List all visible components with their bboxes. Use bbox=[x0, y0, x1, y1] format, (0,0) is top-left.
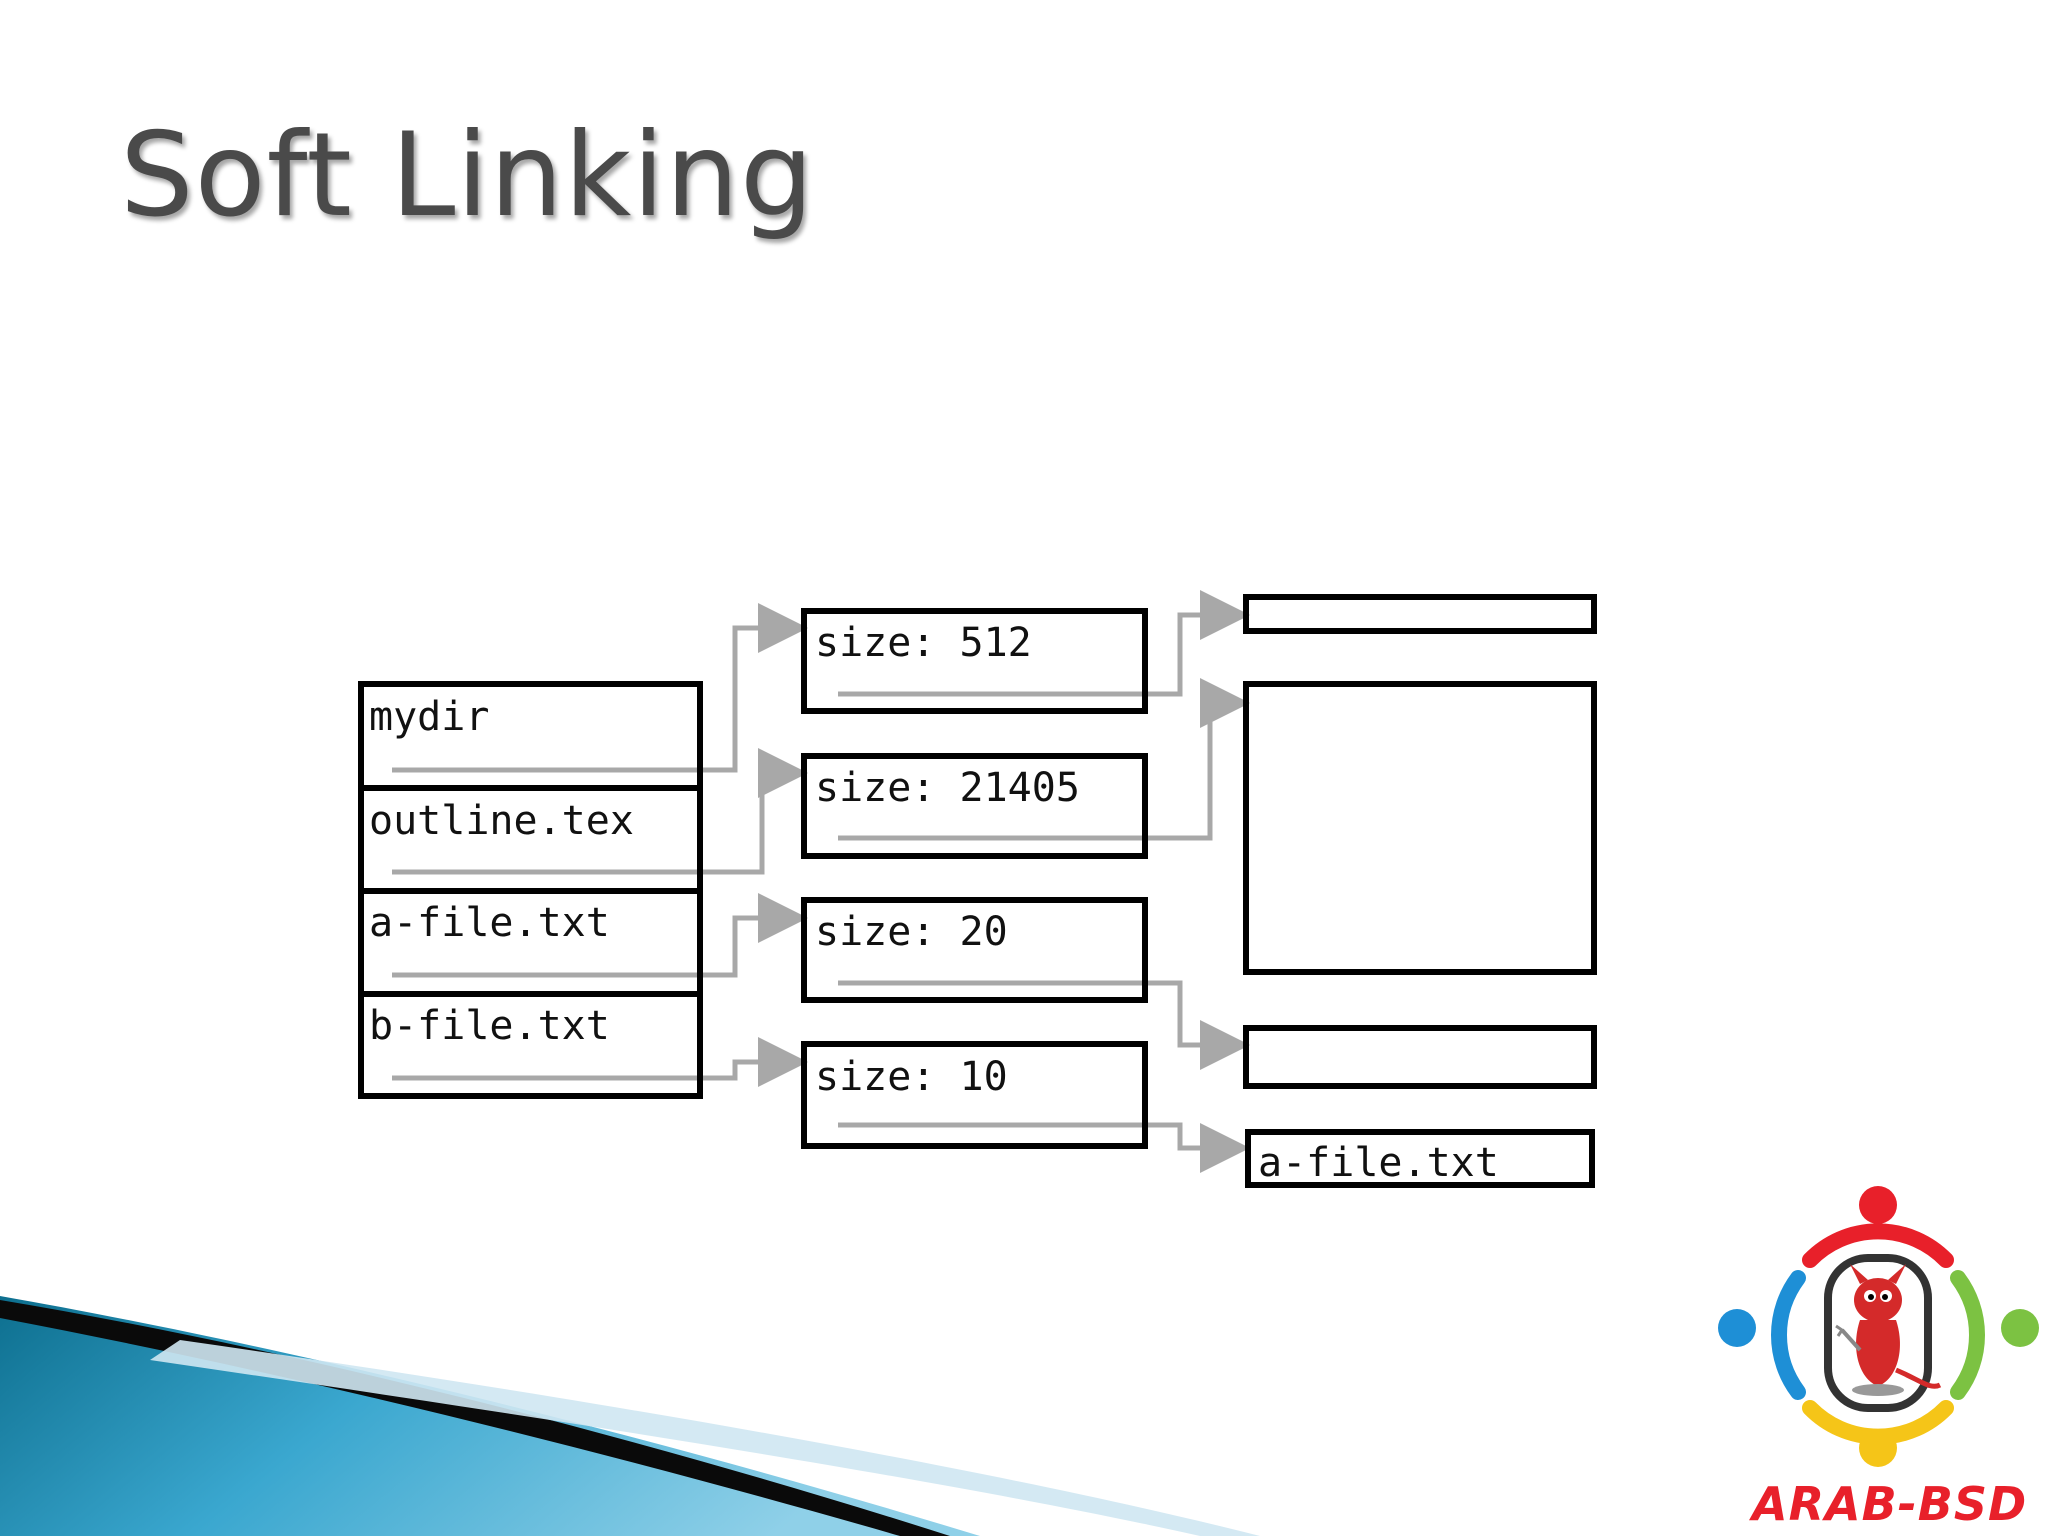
directory-table: mydir outline.tex a-file.txt b-file.txt bbox=[358, 681, 703, 1099]
arrow-outline-to-inode-21405 bbox=[392, 748, 808, 875]
inode-box bbox=[801, 753, 1148, 859]
dir-entry-label: outline.tex bbox=[369, 798, 634, 844]
logo-inner-frame bbox=[1824, 1254, 1932, 1412]
inode-box bbox=[801, 897, 1148, 1003]
inode-box bbox=[801, 1041, 1148, 1149]
data-block bbox=[1243, 681, 1597, 975]
arrow-bfile-to-inode-10 bbox=[392, 1037, 808, 1087]
inode-box bbox=[801, 608, 1148, 714]
logo-dot-red bbox=[1859, 1186, 1897, 1224]
dir-entry-label: a-file.txt bbox=[369, 900, 610, 946]
connector-arrows bbox=[392, 590, 1250, 1173]
logo-arc-blue bbox=[1771, 1270, 1806, 1400]
daemon-mascot-icon bbox=[1835, 1264, 1942, 1396]
decorative-swoosh bbox=[0, 1296, 1260, 1536]
data-block bbox=[1243, 1025, 1597, 1089]
dir-entry-label: b-file.txt bbox=[369, 1003, 610, 1049]
arab-bsd-logo bbox=[1718, 1186, 2039, 1467]
inode-label: size: 20 bbox=[815, 909, 1008, 955]
arrow-mydir-to-inode-512 bbox=[392, 603, 808, 773]
arrow-afile-to-inode-20 bbox=[392, 893, 808, 978]
data-block-label: a-file.txt bbox=[1258, 1140, 1499, 1186]
arrow-inode-512-to-block-1 bbox=[838, 590, 1250, 697]
arrow-inode-21405-to-block-2 bbox=[838, 678, 1250, 841]
arrow-inode-20-to-block-3 bbox=[838, 980, 1250, 1070]
logo-dot-green bbox=[2001, 1309, 2039, 1347]
logo-arc-red bbox=[1802, 1223, 1954, 1268]
data-block bbox=[1243, 594, 1597, 634]
arrow-inode-10-to-block-4 bbox=[838, 1122, 1250, 1173]
inode-column: size: 512 size: 21405 size: 20 size: 10 bbox=[801, 608, 1148, 1149]
data-block bbox=[1245, 1129, 1595, 1188]
data-block-column: a-file.txt bbox=[1243, 594, 1597, 1188]
inode-label: size: 21405 bbox=[815, 765, 1080, 811]
logo-dot-blue bbox=[1718, 1309, 1756, 1347]
logo-arc-green bbox=[1950, 1270, 1985, 1400]
dir-entry-label: mydir bbox=[369, 694, 489, 740]
inode-label: size: 10 bbox=[815, 1054, 1008, 1100]
inode-label: size: 512 bbox=[815, 620, 1032, 666]
logo-text: ARAB-BSD bbox=[1752, 1477, 2028, 1531]
dir-entry-bfile-box bbox=[358, 991, 703, 1099]
logo-arc-yellow bbox=[1802, 1400, 1954, 1445]
slide-title: Soft Linking bbox=[120, 108, 815, 243]
